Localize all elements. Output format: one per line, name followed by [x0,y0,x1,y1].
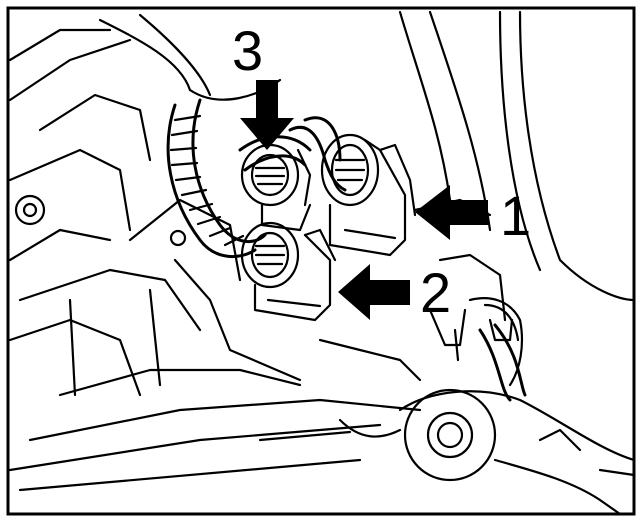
engine-line-art [8,10,636,516]
callout-label-2: 2 [420,261,451,324]
callout-label-1: 1 [500,184,531,247]
arrow-1-icon [415,185,488,240]
callout-arrows [240,80,488,320]
callout-label-3: 3 [232,19,263,82]
arrow-2-icon [338,264,410,320]
arrow-3-icon [240,80,294,150]
figure-border [6,6,636,516]
